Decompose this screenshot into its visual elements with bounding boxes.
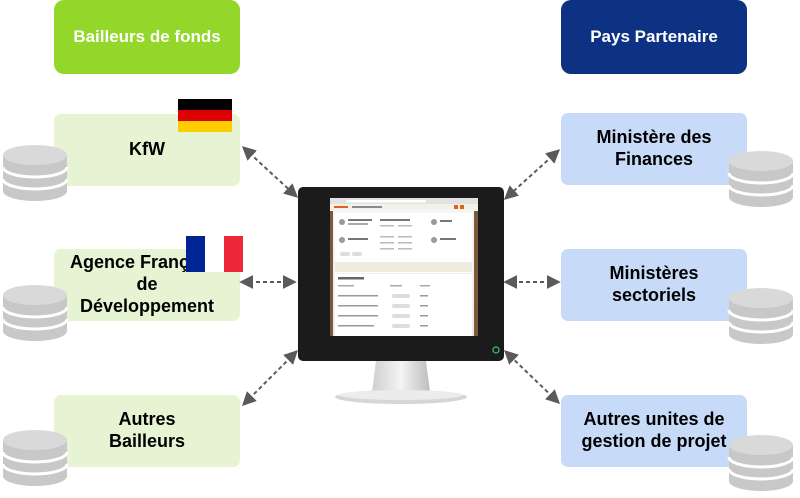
database-icon: [727, 433, 795, 493]
partner-label-sectoriels: Ministères sectoriels: [609, 263, 699, 305]
screen-mockup: [330, 198, 478, 336]
database-icon: [727, 286, 795, 346]
partner-box-finances: Ministère des Finances: [561, 113, 747, 185]
arrow-kfw-monitor: [241, 146, 299, 198]
donor-label-autres: Autres Bailleurs: [108, 409, 186, 451]
germany-flag-icon: [178, 99, 232, 132]
partner-box-autres: Autres unites de gestion de projet: [561, 395, 747, 467]
france-flag-icon: [186, 236, 243, 272]
arrow-autres-bailleurs-monitor: [242, 350, 298, 406]
donor-label-kfw: KfW: [129, 139, 165, 160]
partner-header: Pays Partenaire: [561, 0, 747, 74]
donors-header: Bailleurs de fonds: [54, 0, 240, 74]
donor-box-autres: Autres Bailleurs: [54, 395, 240, 467]
database-icon: [1, 143, 69, 203]
donor-label-afd: Agence Française de Développement: [69, 252, 225, 316]
partner-label-finances: Ministère des Finances: [596, 127, 712, 169]
partner-box-sectoriels: Ministères sectoriels: [561, 249, 747, 321]
database-icon: [727, 149, 795, 209]
database-icon: [1, 283, 69, 343]
partner-label-autres: Autres unites de gestion de projet: [581, 409, 727, 451]
database-icon: [1, 428, 69, 488]
arrow-finances-monitor: [503, 149, 561, 200]
donors-header-label: Bailleurs de fonds: [73, 26, 221, 46]
arrow-autres-unites-monitor: [503, 350, 561, 404]
partner-header-label: Pays Partenaire: [590, 26, 718, 46]
computer-monitor-icon: [298, 187, 504, 404]
